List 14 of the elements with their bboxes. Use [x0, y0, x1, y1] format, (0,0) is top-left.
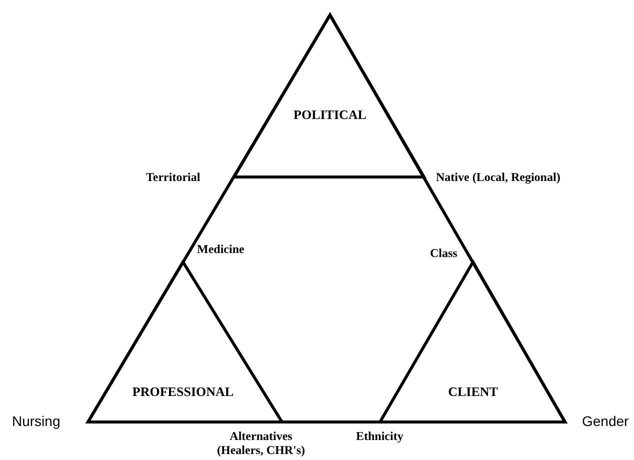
vertex-label: Gender: [582, 413, 629, 429]
triangle-region: [380, 262, 565, 422]
region-title: POLITICAL: [294, 107, 366, 123]
region-title: PROFESSIONAL: [132, 384, 234, 400]
triangle-region: [88, 262, 282, 422]
vertex-label: Ethnicity: [356, 429, 404, 444]
triangle-region: [234, 15, 424, 177]
vertex-label: Native (Local, Regional): [436, 170, 560, 185]
vertex-label: Class: [430, 246, 458, 261]
vertex-label: Medicine: [197, 242, 244, 257]
vertex-label: Nursing: [12, 413, 60, 429]
region-title: CLIENT: [448, 384, 498, 400]
vertex-label: Alternatives (Healers, CHR's): [216, 429, 306, 457]
vertex-label: Territorial: [146, 170, 200, 185]
